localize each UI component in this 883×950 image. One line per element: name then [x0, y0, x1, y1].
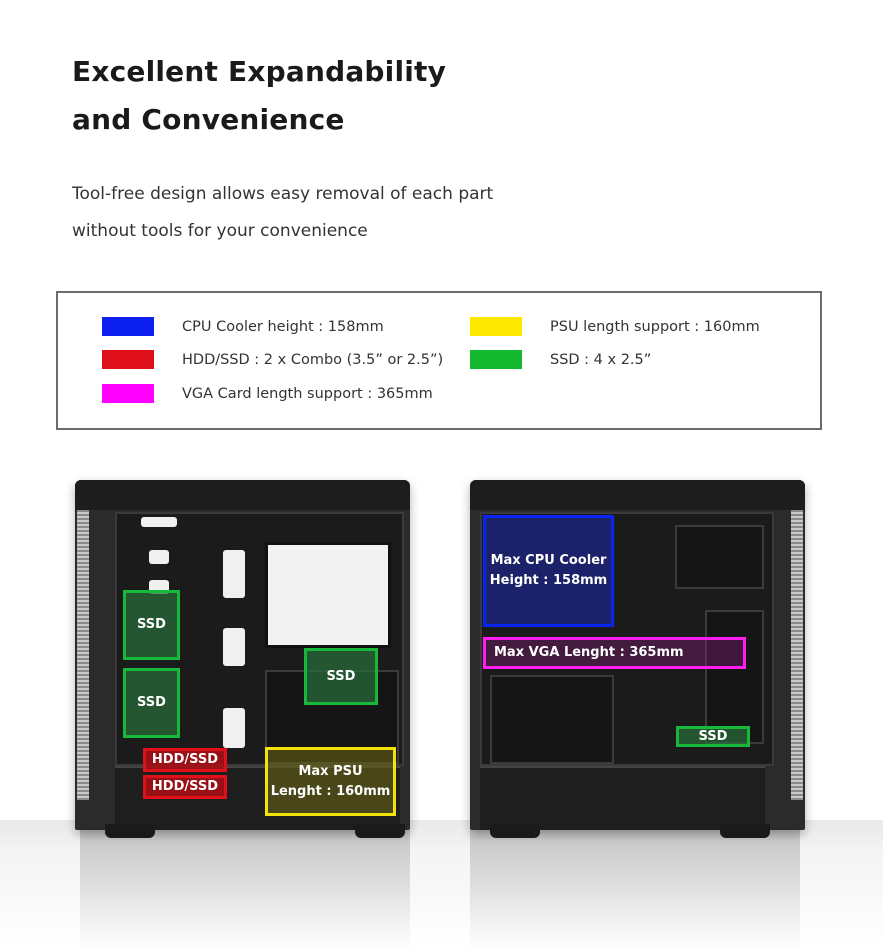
- right-case-bottom-chamber: [480, 766, 765, 830]
- legend-swatch-red: [102, 350, 154, 369]
- legend-label-hdd-ssd: HDD/SSD : 2 x Combo (3.5” or 2.5”): [182, 351, 444, 368]
- legend-label-psu: PSU length support : 160mm: [550, 318, 760, 335]
- left-case-foot: [355, 824, 405, 838]
- right-cpu-label-line-1: Max CPU Cooler: [490, 553, 607, 568]
- right-case-front-mesh: [791, 510, 803, 800]
- left-ssd-bay-3: SSD: [304, 648, 378, 705]
- left-hdd-ssd-bay-2-label: HDD/SSD: [151, 779, 219, 794]
- right-cpu-cooler-area: Max CPU Cooler Height : 158mm: [483, 515, 614, 627]
- legend-box: CPU Cooler height : 158mm HDD/SSD : 2 x …: [56, 291, 822, 430]
- left-case-cutout: [223, 708, 245, 748]
- legend-label-ssd: SSD : 4 x 2.5”: [550, 351, 652, 368]
- subtitle-line-2: without tools for your convenience: [72, 221, 368, 241]
- left-case-reflection: [80, 830, 410, 950]
- legend-item-psu: PSU length support : 160mm: [470, 317, 760, 336]
- legend-label-cpu-cooler: CPU Cooler height : 158mm: [182, 318, 384, 335]
- right-case-plate: [490, 675, 614, 764]
- legend-swatch-magenta: [102, 384, 154, 403]
- legend-item-vga: VGA Card length support : 365mm: [102, 384, 433, 403]
- right-case-foot: [720, 824, 770, 838]
- right-case-reflection: [470, 830, 800, 950]
- left-hdd-ssd-bay-1: HDD/SSD: [143, 748, 227, 772]
- product-scene: SSD SSD SSD HDD/SSD HDD/SSD Max PSU Leng…: [0, 455, 883, 950]
- page-title: Excellent Expandability and Convenience: [72, 48, 446, 144]
- right-case-foot: [490, 824, 540, 838]
- left-hdd-ssd-bay-2: HDD/SSD: [143, 775, 227, 799]
- left-ssd-bay-1-label: SSD: [137, 617, 166, 632]
- legend-item-cpu-cooler: CPU Cooler height : 158mm: [102, 317, 384, 336]
- legend-item-ssd: SSD : 4 x 2.5”: [470, 350, 651, 369]
- page-subtitle: Tool-free design allows easy removal of …: [72, 176, 493, 250]
- left-case-cutout: [223, 550, 245, 598]
- right-vga-label: Max VGA Lenght : 365mm: [494, 645, 684, 660]
- legend-swatch-blue: [102, 317, 154, 336]
- legend-item-hdd-ssd: HDD/SSD : 2 x Combo (3.5” or 2.5”): [102, 350, 443, 369]
- right-case-drive-cage: [705, 610, 764, 744]
- left-hdd-ssd-bay-1-label: HDD/SSD: [151, 752, 219, 767]
- left-ssd-bay-3-label: SSD: [326, 668, 356, 684]
- left-case-foot: [105, 824, 155, 838]
- left-psu-label-line-2: Lenght : 160mm: [270, 783, 391, 799]
- legend-label-vga: VGA Card length support : 365mm: [182, 385, 433, 402]
- left-ssd-bay-2: SSD: [123, 668, 180, 738]
- title-line-1: Excellent Expandability: [72, 55, 447, 88]
- left-case-cutout: [149, 550, 169, 564]
- right-case-drive-cage: [675, 525, 764, 589]
- subtitle-line-1: Tool-free design allows easy removal of …: [72, 184, 494, 204]
- floor-gradient: [0, 820, 883, 950]
- left-ssd-bay-1: SSD: [123, 590, 180, 660]
- left-psu-label-line-1: Max PSU: [298, 763, 363, 779]
- left-case-top-panel: [75, 480, 410, 510]
- left-case-front-mesh: [77, 510, 89, 800]
- left-psu-bay: Max PSU Lenght : 160mm: [265, 747, 396, 816]
- legend-swatch-yellow: [470, 317, 522, 336]
- right-case-top-panel: [470, 480, 805, 510]
- right-ssd-label: SSD: [698, 728, 728, 744]
- legend-swatch-green: [470, 350, 522, 369]
- right-cpu-label-line-2: Height : 158mm: [489, 573, 608, 588]
- left-case-cutout: [141, 517, 177, 527]
- left-case-cutout: [223, 628, 245, 666]
- left-case-cpu-cutout: [265, 542, 391, 648]
- right-vga-card-area: Max VGA Lenght : 365mm: [483, 637, 746, 669]
- right-ssd-bay: SSD: [676, 726, 750, 747]
- title-line-2: and Convenience: [72, 103, 345, 136]
- left-ssd-bay-2-label: SSD: [137, 695, 166, 710]
